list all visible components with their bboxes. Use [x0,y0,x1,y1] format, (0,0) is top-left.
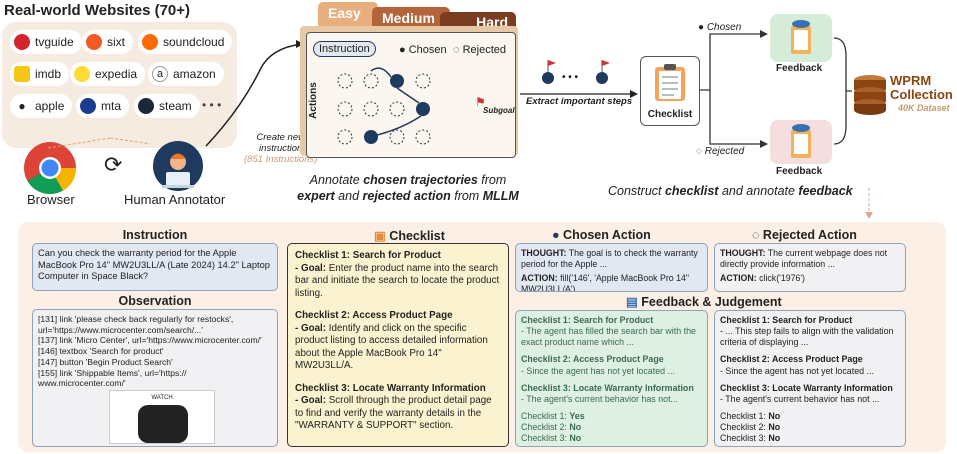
chosen-dot-icon: ● [698,22,705,33]
apple-icon: ● [14,98,30,114]
rejected-action-box: THOUGHT: The current webpage does not di… [714,243,906,292]
legend-chosen: ● Chosen [399,44,447,56]
extract-label: Extract important steps [526,96,633,107]
rejected-action-header: ◌ Rejected Action [752,228,857,242]
down-arrow [865,188,873,219]
instruction-header: Instruction [122,228,188,242]
database-icon [854,75,886,115]
trajectory-caption: Annotate chosen trajectories from expert… [297,173,519,204]
instruction-chip: Instruction [313,41,376,57]
rejected-dot-icon: ◌ [696,146,702,157]
clipboard-icon [655,64,685,101]
rejected-feedback-node [770,120,832,164]
soundcloud-icon [142,34,158,50]
clipboard-icon: ▣ [374,229,386,243]
feedback-icon [791,20,811,54]
chosen-dot-icon: ● [552,228,560,242]
browser-label: Browser [27,192,75,207]
tvguide-icon [14,34,30,50]
website-expedia: expedia [70,62,146,86]
instruction-box: Can you check the warranty period for th… [32,243,278,291]
tab-easy: Easy [318,2,378,28]
checklist-node-label: Checklist [647,109,693,120]
actions-axis-label: Actions [307,82,319,119]
pipeline-caption: Construct checklist and annotate feedbac… [608,184,853,198]
rejected-feedback-box: Checklist 1: Search for Product- ... Thi… [714,310,906,447]
annotator-label: Human Annotator [124,192,226,207]
checklist-header: ▣ Checklist [374,229,445,243]
feedback-icon [791,124,811,158]
chosen-action-header: ● Chosen Action [552,228,651,242]
screenshot-caption: WATCH [151,395,173,401]
website-sixt: sixt [82,30,133,54]
subgoal-label: Subgoal [483,106,515,115]
chosen-feedback-box: Checklist 1: Search for Product- The age… [515,310,708,447]
merge-bracket [834,37,852,145]
amazon-icon: a [152,66,168,82]
legend-rejected: ◌ Rejected [453,44,507,56]
website-mta: mta [76,94,130,118]
trajectory-panel: Instruction ● Chosen ◌ Rejected Actions … [306,32,516,158]
tab-medium: Medium [372,7,450,29]
sync-icon: ⟳ [104,152,123,177]
chosen-branch-label: ● Chosen [698,22,742,33]
rejected-feedback-label: Feedback [776,166,823,177]
chosen-feedback-node [770,14,832,62]
expedia-icon [74,66,90,82]
imdb-icon [14,66,30,82]
branch-arrows [700,30,768,148]
dashed-connector [47,137,150,149]
mta-icon [80,98,96,114]
sixt-icon [86,34,102,50]
rejected-branch-label: ◌ Rejected [696,146,745,157]
rejected-dot-icon: ◌ [453,44,460,56]
steps-ellipsis: • • • [562,72,579,83]
website-apple: ●apple [10,94,73,118]
website-imdb: imdb [10,62,70,86]
feedback-icon: ▤ [626,295,638,309]
more-websites: • • • [202,98,222,112]
website-tvguide: tvguide [10,30,82,54]
subgoal-flag-icon: ⚑ [475,95,486,109]
checklist-box: Checklist 1: Search for Product- Goal: E… [287,243,509,447]
watch-image [138,405,188,443]
observation-box: [131] link 'please check back regularly … [32,309,278,447]
websites-title: Real-world Websites (70+) [4,2,191,19]
rejected-dot-icon: ◌ [752,228,760,242]
website-soundcloud: soundcloud [138,30,233,54]
action-graph [337,67,431,145]
chrome-icon [24,142,76,194]
chosen-feedback-label: Feedback [776,63,823,74]
chosen-action-box: THOUGHT: The goal is to check the warran… [515,243,708,292]
observation-header: Observation [118,294,192,308]
extract-steps-graphic: • • • [520,60,638,98]
feedback-header: ▤ Feedback & Judgement [626,295,782,309]
collection-size: 40K Dataset [898,103,950,113]
webpage-screenshot: WATCH [109,390,215,444]
chosen-dot-icon: ● [399,44,406,56]
website-steam: steam [134,94,200,118]
checklist-node: Checklist [640,56,700,126]
annotator-icon [153,141,203,191]
steam-icon [138,98,154,114]
